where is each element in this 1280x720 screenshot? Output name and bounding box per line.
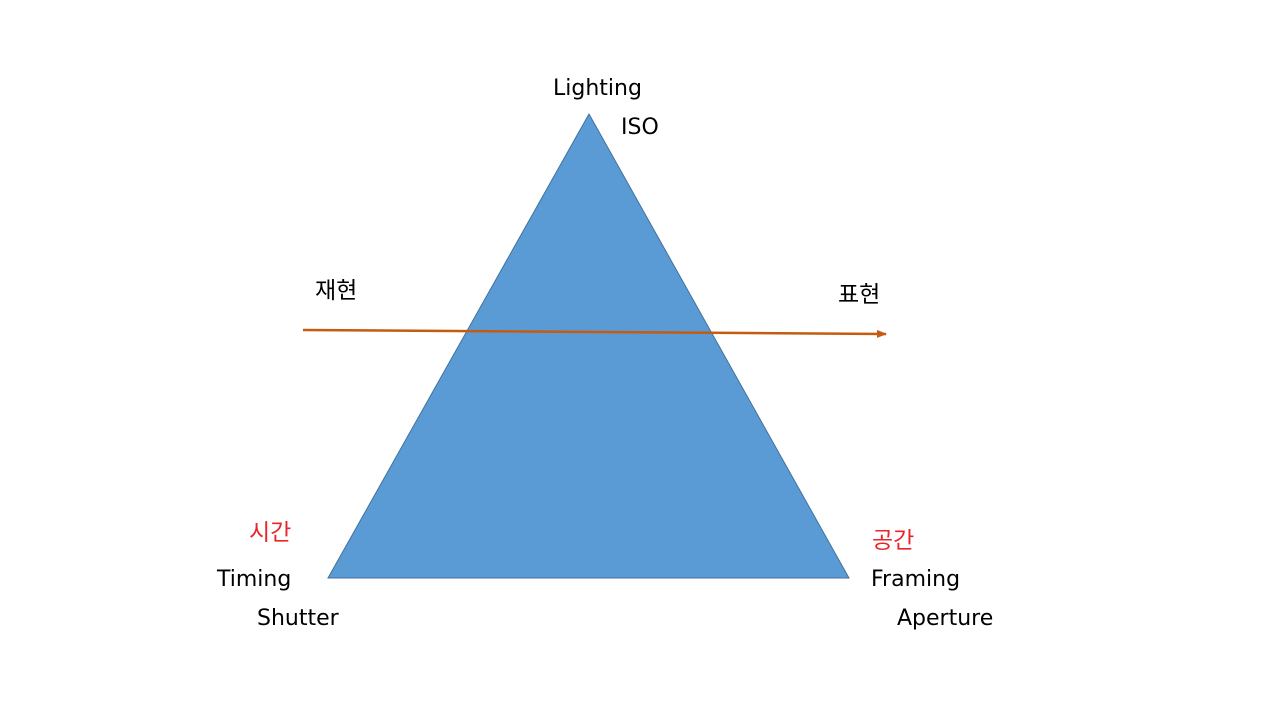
label-lighting: Lighting: [553, 76, 642, 101]
label-aperture: Aperture: [897, 606, 994, 631]
label-iso: ISO: [621, 115, 659, 140]
label-timing: Timing: [217, 567, 292, 592]
exposure-triangle: [327, 112, 850, 579]
label-reproduction: 재현: [315, 278, 358, 304]
label-space: 공간: [872, 528, 915, 554]
reproduction-to-expression-arrow: [302, 328, 887, 338]
label-shutter: Shutter: [257, 606, 339, 631]
label-framing: Framing: [871, 567, 961, 592]
label-time: 시간: [249, 520, 292, 546]
label-expression: 표현: [838, 282, 881, 308]
